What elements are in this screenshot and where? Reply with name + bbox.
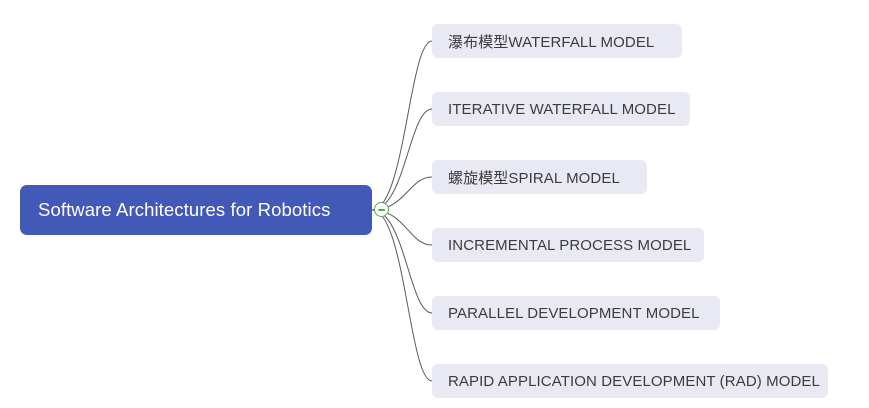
branch-node-label: 螺旋模型SPIRAL MODEL bbox=[448, 169, 620, 187]
branch-node[interactable]: RAPID APPLICATION DEVELOPMENT (RAD) MODE… bbox=[432, 364, 828, 398]
branch-node-label: INCREMENTAL PROCESS MODEL bbox=[448, 236, 692, 254]
branch-node-label: 瀑布模型WATERFALL MODEL bbox=[448, 33, 655, 51]
branch-node-label: ITERATIVE WATERFALL MODEL bbox=[448, 100, 676, 118]
minus-bar bbox=[378, 208, 385, 211]
connector-line bbox=[371, 209, 433, 314]
branch-node[interactable]: 瀑布模型WATERFALL MODEL bbox=[432, 24, 682, 58]
branch-node-label: RAPID APPLICATION DEVELOPMENT (RAD) MODE… bbox=[448, 372, 820, 390]
connector-line bbox=[371, 209, 433, 382]
connector-line bbox=[371, 40, 433, 211]
root-node-label: Software Architectures for Robotics bbox=[38, 199, 331, 220]
branch-node-label: PARALLEL DEVELOPMENT MODEL bbox=[448, 304, 700, 322]
root-node[interactable]: Software Architectures for Robotics bbox=[20, 185, 372, 235]
branch-node[interactable]: ITERATIVE WATERFALL MODEL bbox=[432, 92, 690, 126]
branch-node[interactable]: INCREMENTAL PROCESS MODEL bbox=[432, 228, 704, 262]
branch-node[interactable]: PARALLEL DEVELOPMENT MODEL bbox=[432, 296, 720, 330]
branch-node[interactable]: 螺旋模型SPIRAL MODEL bbox=[432, 160, 647, 194]
connector-line bbox=[371, 108, 433, 211]
collapse-minus-circle-icon[interactable] bbox=[374, 202, 389, 217]
